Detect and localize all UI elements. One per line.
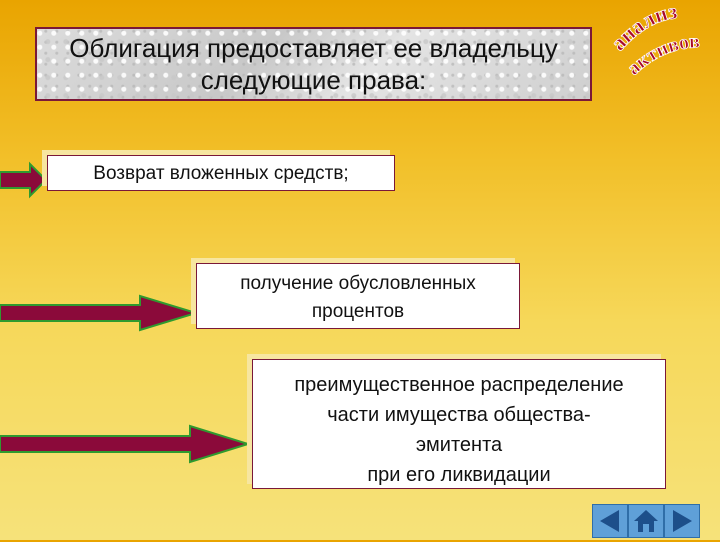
right-item-2: получение обусловленных процентов <box>196 263 520 329</box>
arrow-right-icon <box>673 510 692 532</box>
right-item-1-text: Возврат вложенных средств; <box>93 163 349 184</box>
right-item-3-text: преимущественное распределение части иму… <box>294 374 624 486</box>
arrow-right-icon <box>0 161 48 199</box>
right-item-1: Возврат вложенных средств; <box>47 155 395 191</box>
home-icon <box>634 510 658 532</box>
arrow-right-icon <box>0 294 200 332</box>
home-button[interactable] <box>628 504 664 538</box>
next-slide-button[interactable] <box>664 504 700 538</box>
arrow-right-icon <box>0 424 252 464</box>
slide-navigation <box>592 504 700 540</box>
right-item-3: преимущественное распределение части иму… <box>252 359 666 489</box>
arrow-left-icon <box>600 510 619 532</box>
slide-title: Облигация предоставляет ее владельцу сле… <box>69 33 558 95</box>
right-item-2-text: получение обусловленных процентов <box>240 273 476 322</box>
prev-slide-button[interactable] <box>592 504 628 538</box>
stamp-logo: анализ активов <box>612 4 701 80</box>
slide-title-box: Облигация предоставляет ее владельцу сле… <box>35 27 592 101</box>
